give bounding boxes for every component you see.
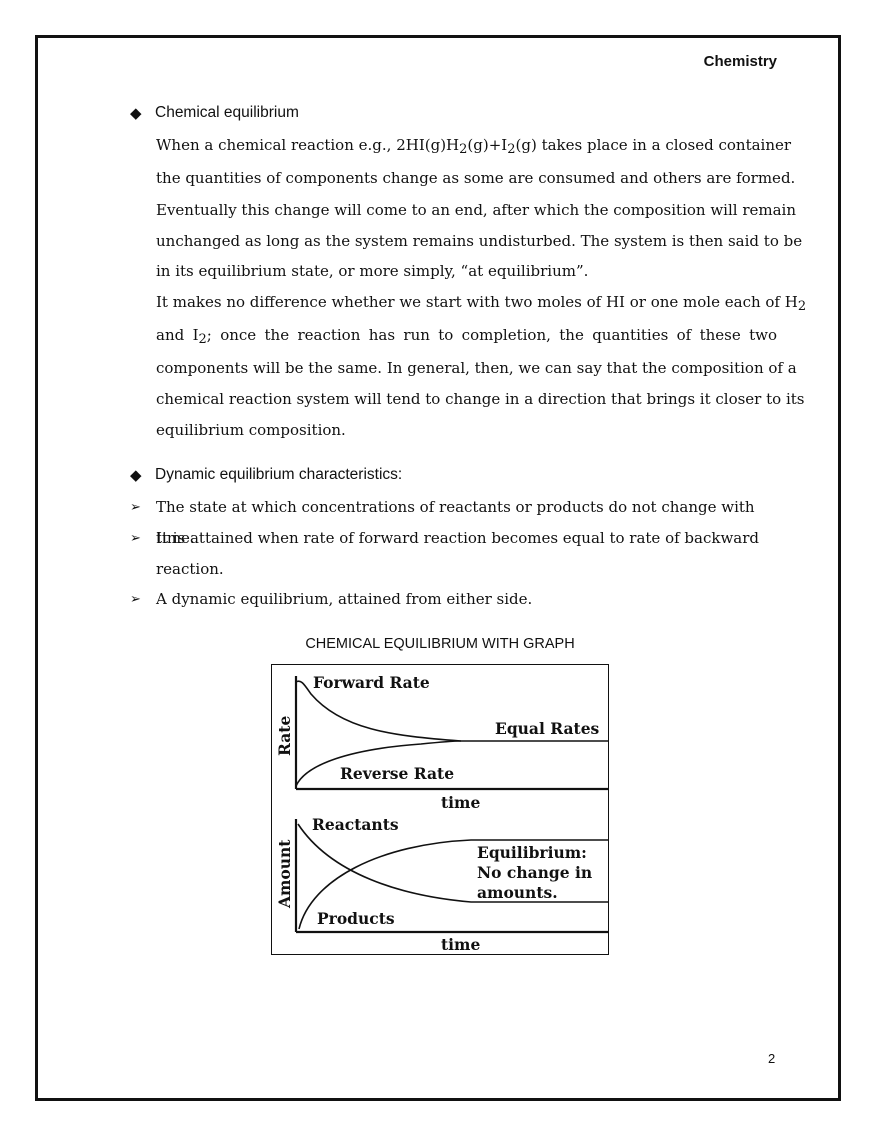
subscript: 2: [797, 299, 807, 314]
paragraph-line: unchanged as long as the system remains …: [156, 231, 803, 250]
arrow-bullet-icon: ➢: [130, 531, 141, 546]
paragraph-line: Eventually this change will come to an e…: [156, 201, 797, 219]
graph-title: CHEMICAL EQUILIBRIUM WITH GRAPH: [305, 636, 575, 652]
reactants-curve: [297, 823, 608, 903]
equilibrium-label-line-3: amounts.: [477, 883, 558, 902]
products-curve: [298, 839, 608, 930]
list-item: ➢ A dynamic equilibrium, attained from e…: [130, 584, 780, 615]
list-item: ➢ It is attained when rate of forward re…: [130, 523, 780, 585]
header-subject: Chemistry: [703, 53, 777, 70]
paragraph-line: components will be the same. In general,…: [156, 359, 797, 377]
reactants-label: Reactants: [312, 815, 399, 834]
reverse-rate-curve: [295, 740, 462, 787]
rate-y-axis-label: Rate: [275, 716, 294, 756]
equilibrium-graph-figure: Forward Rate Equal Rates Reverse Rate ti…: [271, 664, 609, 955]
list-item-text: The state at which concentrations of rea…: [156, 498, 755, 547]
diamond-bullet-icon: ◆: [130, 105, 142, 122]
section-heading-chemical-equilibrium: ◆ Chemical equilibrium: [130, 104, 299, 122]
equilibrium-label-line-1: Equilibrium:: [477, 843, 587, 862]
paragraph-line: in its equilibrium state, or more simply…: [156, 262, 589, 280]
amount-x-axis-label: time: [441, 935, 480, 954]
arrow-bullet-icon: ➢: [130, 500, 141, 515]
paragraph-line: When a chemical reaction e.g., 2HI(g)H2(…: [156, 136, 792, 157]
subscript: 2: [507, 142, 516, 157]
paragraph-line: chemical reaction system will tend to ch…: [156, 390, 805, 408]
paragraph-line: the quantities of components change as s…: [156, 169, 796, 187]
page-border: [35, 35, 841, 1101]
diamond-bullet-icon: ◆: [130, 467, 142, 484]
list-item-text: reaction.: [156, 560, 224, 578]
page-number: 2: [768, 1051, 776, 1066]
paragraph-1: When a chemical reaction e.g., 2HI(g)H2(…: [156, 129, 803, 287]
paragraph-line: equilibrium composition.: [156, 420, 346, 439]
subscript: 2: [198, 332, 207, 347]
rate-x-axis-label: time: [441, 793, 480, 812]
section-heading-text: Dynamic equilibrium characteristics:: [155, 466, 403, 483]
forward-rate-label: Forward Rate: [313, 673, 430, 692]
paragraph-2: It makes no difference whether we start …: [156, 286, 807, 445]
paragraph-line: It makes no difference whether we start …: [156, 293, 807, 314]
list-item-text: A dynamic equilibrium, attained from eit…: [156, 590, 533, 608]
section-heading-text: Chemical equilibrium: [155, 104, 299, 121]
section-heading-dynamic-equilibrium: ◆ Dynamic equilibrium characteristics:: [130, 466, 402, 484]
reverse-rate-label: Reverse Rate: [340, 764, 454, 783]
graph-frame: [271, 664, 609, 955]
amount-y-axis-label: Amount: [275, 839, 294, 909]
products-label: Products: [317, 909, 395, 928]
equilibrium-label-line-2: No change in: [477, 863, 592, 882]
forward-rate-curve: [295, 680, 608, 742]
list-item-text: It is attained when rate of forward reac…: [156, 529, 760, 547]
paragraph-line: and I2; once the reaction has run to com…: [156, 326, 777, 347]
list-item: ➢ The state at which concentrations of r…: [130, 492, 780, 554]
arrow-bullet-icon: ➢: [130, 592, 141, 607]
equal-rates-label: Equal Rates: [495, 719, 600, 738]
subscript: 2: [459, 142, 468, 157]
equilibrium-graph-svg: Forward Rate Equal Rates Reverse Rate ti…: [271, 664, 609, 955]
